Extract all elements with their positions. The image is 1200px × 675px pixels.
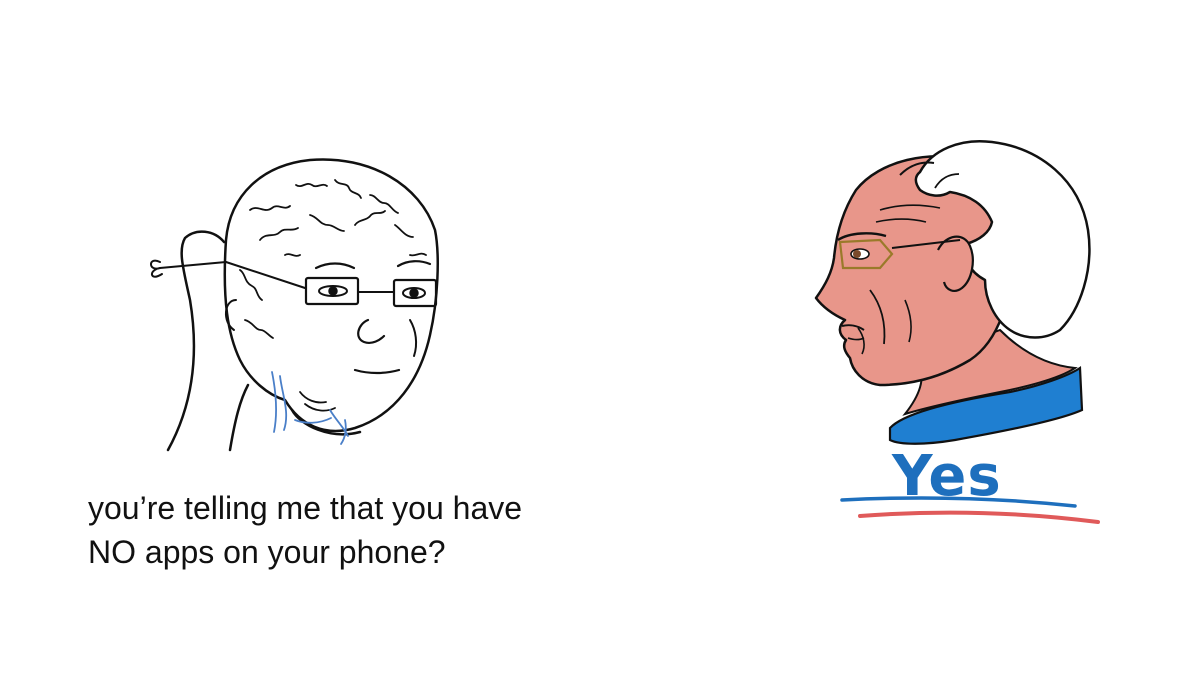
wojak-head: [223, 158, 439, 433]
caption-line-1: you’re telling me that you have: [88, 490, 523, 526]
caption-text: you’re telling me that you have NO apps …: [88, 486, 648, 574]
bernie-hair: [914, 140, 1091, 339]
bernie-shirt: [888, 366, 1084, 445]
logo-red-swoosh: [858, 510, 1100, 524]
caption-line-2: NO apps on your phone?: [88, 534, 446, 570]
bernie-mouth: [841, 324, 865, 331]
glasses-strap: [159, 261, 227, 269]
yes-logo-swooshes: [840, 496, 1100, 524]
wojak-character: [150, 158, 439, 452]
neck-wires: [271, 371, 349, 445]
bernie-glasses: [838, 238, 894, 270]
wojak-jaw: [290, 408, 362, 436]
brain-wrinkles: [239, 179, 427, 339]
wojak-shoulder: [228, 383, 250, 452]
wojak-neck: [166, 230, 226, 452]
bernie-character: [814, 140, 1091, 445]
wojak-mouth: [353, 368, 401, 375]
yes-logo-text: Yes: [892, 444, 1002, 509]
logo-blue-swoosh: [840, 496, 1077, 508]
wojak-ear: [225, 299, 237, 331]
bernie-ear: [937, 235, 974, 292]
strap-knot: [150, 259, 163, 278]
wojak-nose: [357, 318, 386, 344]
